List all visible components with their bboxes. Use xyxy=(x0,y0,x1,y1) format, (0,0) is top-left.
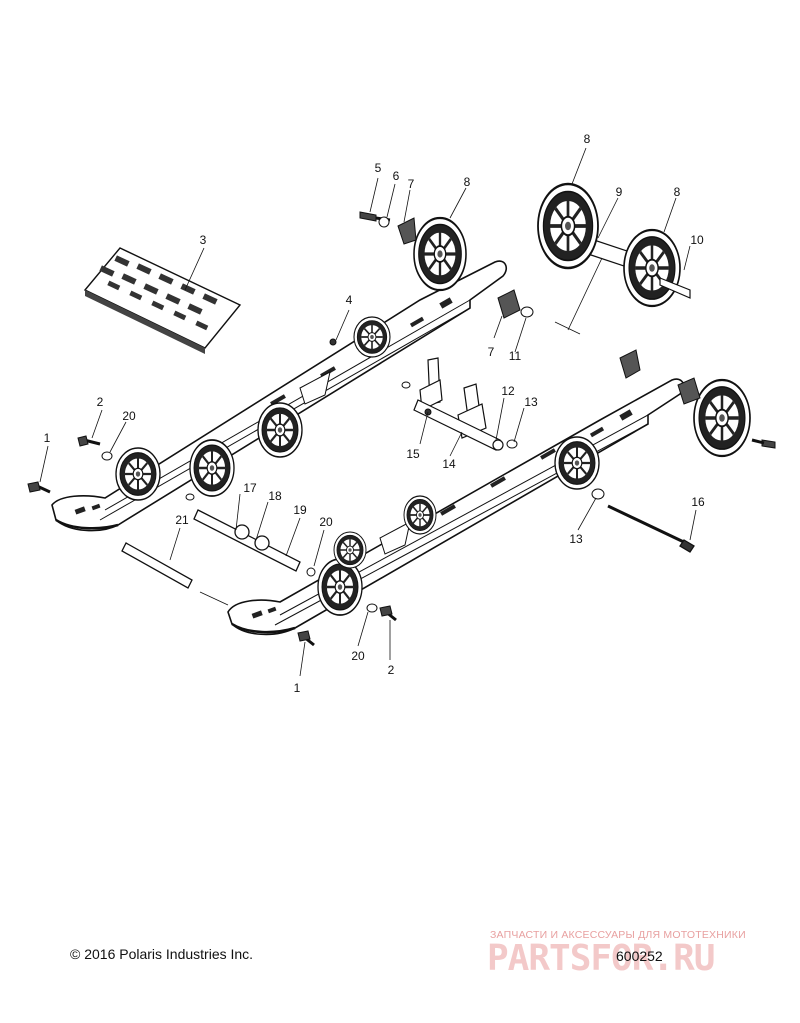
callout-19: 19 xyxy=(293,503,307,517)
callout-1: 1 xyxy=(294,681,301,695)
document-number: 600252 xyxy=(616,948,663,964)
slide-pad-part xyxy=(83,247,242,354)
callout-8: 8 xyxy=(584,132,591,146)
callout-7: 7 xyxy=(488,345,495,359)
copyright-notice: © 2016 Polaris Industries Inc. xyxy=(70,946,254,962)
callout-17: 17 xyxy=(243,481,257,495)
callout-2: 2 xyxy=(97,395,104,409)
callout-11: 11 xyxy=(509,349,522,363)
callout-4: 4 xyxy=(346,293,353,307)
watermark-tagline: ЗАПЧАСТИ И АКСЕССУАРЫ ДЛЯ МОТОТЕХНИКИ xyxy=(490,929,746,941)
callout-labels: 1 1 2 2 3 4 5 6 7 7 8 8 8 9 10 11 12 13 … xyxy=(44,132,705,695)
idler-wheel-assembly-part xyxy=(414,184,750,456)
callout-14: 14 xyxy=(442,457,456,471)
callout-6: 6 xyxy=(393,169,400,183)
callout-18: 18 xyxy=(268,489,282,503)
callout-5: 5 xyxy=(375,161,382,175)
callout-20: 20 xyxy=(351,649,365,663)
callout-20: 20 xyxy=(319,515,333,529)
callout-2: 2 xyxy=(388,663,395,677)
callout-7: 7 xyxy=(408,177,415,191)
callout-8: 8 xyxy=(464,175,471,189)
callout-10: 10 xyxy=(690,233,704,247)
callout-8: 8 xyxy=(674,185,681,199)
callout-21: 21 xyxy=(175,513,189,527)
callout-1: 1 xyxy=(44,431,51,445)
watermark-logo: PARTSFOR.RU xyxy=(487,938,715,979)
callout-20: 20 xyxy=(122,409,136,423)
callout-13: 13 xyxy=(524,395,538,409)
callout-16: 16 xyxy=(691,495,705,509)
callout-9: 9 xyxy=(616,185,623,199)
leader-lines xyxy=(39,147,697,677)
cross-shafts xyxy=(121,504,695,589)
callout-13: 13 xyxy=(569,532,583,546)
hardware-parts xyxy=(27,211,776,647)
left-rail-part xyxy=(51,260,507,532)
callout-3: 3 xyxy=(200,233,207,247)
shock-mount-part xyxy=(413,357,504,451)
callout-12: 12 xyxy=(501,384,515,398)
callout-15: 15 xyxy=(406,447,420,461)
